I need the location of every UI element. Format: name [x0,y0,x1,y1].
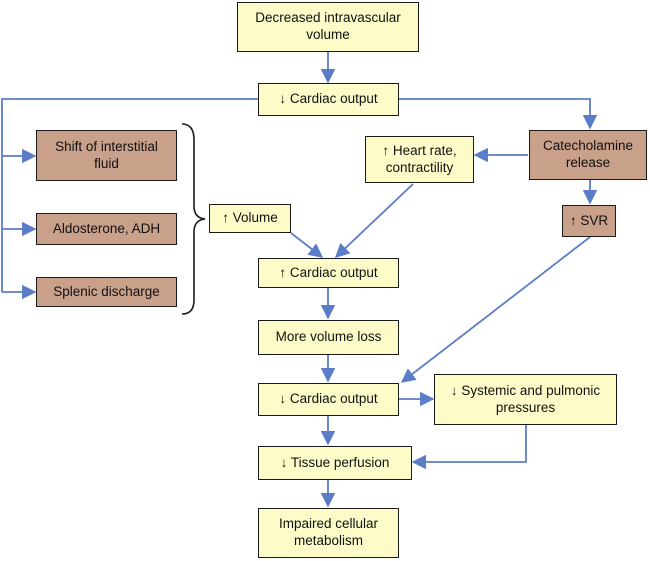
cardiac-output-up-box: ↑ Cardiac output [258,258,399,288]
arrow-volume-to-cardiac-up [290,232,324,258]
catecholamine-label: Catecholamine release [542,138,634,170]
curly-brace [181,123,206,315]
heart-rate-box: ↑ Heart rate, contractility [365,136,474,183]
impaired-metabolism-label: Impaired cellular metabolism [278,516,379,548]
cardiac-output-up-label: ↑ Cardiac output [279,264,378,280]
cardiac-output-down-bottom-label: ↓ Cardiac output [279,391,378,407]
shift-interstitial-box: Shift of interstitial fluid [36,130,177,181]
cardiac-output-down-top-label: ↓ Cardiac output [279,91,378,107]
tissue-perfusion-box: ↓ Tissue perfusion [258,446,412,480]
arrow-heartrate-to-cardiac-up [334,183,414,258]
cardiac-output-down-top-box: ↓ Cardiac output [258,83,399,116]
systemic-pulmonic-box: ↓ Systemic and pulmonic pressures [434,374,617,425]
systemic-pulmonic-label: ↓ Systemic and pulmonic pressures [450,382,601,415]
heart-rate-label: ↑ Heart rate, contractility [382,142,457,175]
decreased-volume-box: Decreased intravascular volume [237,2,419,52]
tissue-perfusion-label: ↓ Tissue perfusion [280,454,390,470]
aldosterone-adh-box: Aldosterone, ADH [36,213,177,245]
cardiac-output-down-bottom-box: ↓ Cardiac output [258,383,399,416]
shift-interstitial-label: Shift of interstitial fluid [55,138,158,171]
splenic-discharge-box: Splenic discharge [36,277,177,307]
svr-up-label: ↑ SVR [569,212,609,228]
volume-up-box: ↑ Volume [209,204,291,233]
more-volume-loss-box: More volume loss [258,320,399,355]
svr-up-box: ↑ SVR [562,205,616,237]
aldosterone-adh-label: Aldosterone, ADH [52,220,161,236]
arrow-svr-to-cardiac-down [400,236,591,383]
arrow-pressures-to-perfusion [411,425,527,470]
decreased-volume-label: Decreased intravascular volume [255,10,401,42]
impaired-metabolism-box: Impaired cellular metabolism [258,508,399,558]
volume-up-label: ↑ Volume [222,210,278,226]
more-volume-loss-label: More volume loss [275,329,382,345]
arrow-output-to-left-bus [1,98,258,292]
splenic-discharge-label: Splenic discharge [53,283,160,299]
catecholamine-box: Catecholamine release [529,130,647,180]
arrow-output-to-catecholamine [399,98,598,130]
